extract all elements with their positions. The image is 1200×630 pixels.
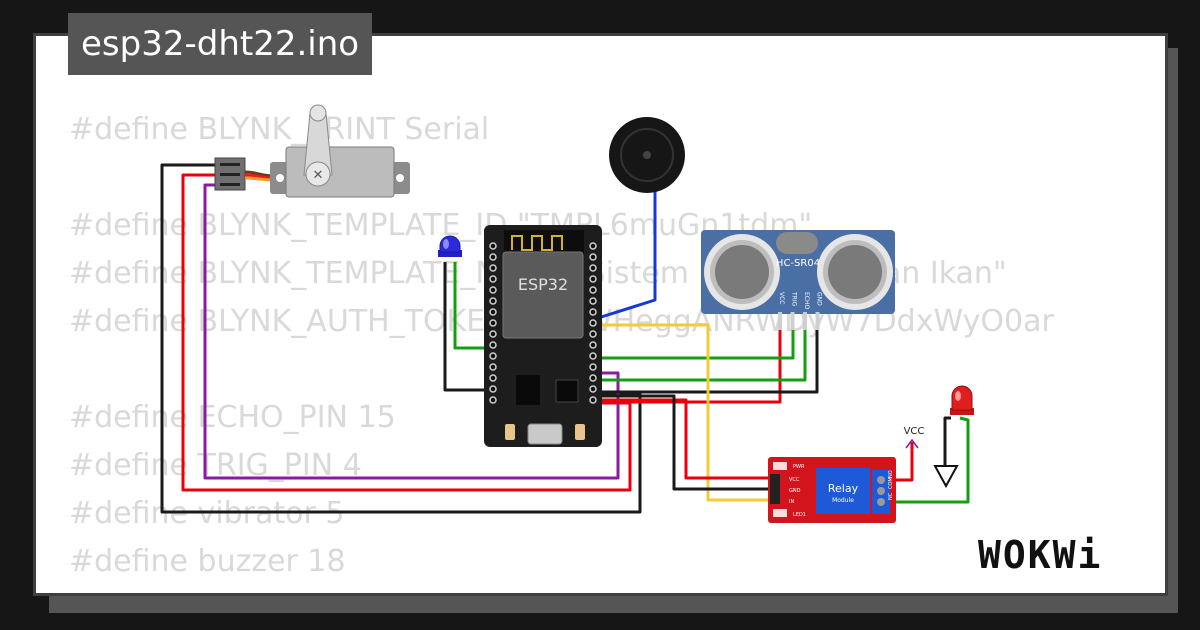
esp32-pin[interactable]: [489, 264, 497, 272]
esp32-pin[interactable]: [589, 275, 597, 283]
esp32-pin[interactable]: [489, 363, 497, 371]
wire-relay-no-led[interactable]: [892, 416, 970, 504]
esp32-pin[interactable]: [489, 253, 497, 261]
ultrasonic-pin[interactable]: [790, 312, 795, 330]
ultrasonic-pin-label: TRIG: [791, 291, 798, 307]
wire-led-blue-anode[interactable]: [453, 262, 490, 350]
wire-relay-com-vcc[interactable]: [892, 442, 914, 482]
wire-led-blue-gnd[interactable]: [443, 262, 490, 392]
esp32-pin[interactable]: [589, 341, 597, 349]
ultrasonic-pin[interactable]: [815, 312, 820, 330]
esp32-pin[interactable]: [589, 242, 597, 250]
wokwi-logo: WOKWi: [978, 533, 1102, 577]
esp32-board[interactable]: ESP32: [484, 225, 602, 447]
relay-pin-label: GND: [789, 488, 801, 494]
relay-label: Relay: [828, 482, 859, 495]
esp32-pin[interactable]: [489, 352, 497, 360]
esp32-pin[interactable]: [589, 385, 597, 393]
led-blue[interactable]: [438, 235, 462, 257]
esp32-pin[interactable]: [489, 319, 497, 327]
project-title[interactable]: esp32-dht22.ino: [68, 13, 373, 75]
code-line: #define BLYNK_PRINT Serial: [69, 112, 490, 147]
relay-pin-label: IN: [789, 499, 794, 505]
svg-text:✕: ✕: [313, 168, 324, 183]
wire-relay-gnd[interactable]: [598, 394, 770, 491]
ground-symbol: [933, 465, 959, 489]
esp32-pin[interactable]: [589, 374, 597, 382]
esp32-pin[interactable]: [589, 363, 597, 371]
esp32-pin[interactable]: [489, 374, 497, 382]
relay-terminal-label: NO: [888, 470, 894, 478]
wire-relay-in[interactable]: [598, 323, 770, 502]
relay-terminal-label: COM: [888, 477, 894, 489]
ultrasonic-pin-label: GND: [816, 292, 823, 306]
code-line: #define buzzer 18: [69, 544, 346, 579]
esp32-pin[interactable]: [589, 352, 597, 360]
esp32-pin[interactable]: [489, 385, 497, 393]
esp32-pin[interactable]: [589, 308, 597, 316]
ultrasonic-label: HC-SR04: [776, 258, 820, 269]
esp32-pin[interactable]: [589, 330, 597, 338]
ultrasonic-pin[interactable]: [778, 312, 782, 330]
wire-buzzer[interactable]: [597, 188, 657, 320]
esp32-pin[interactable]: [489, 396, 497, 404]
esp32-pin[interactable]: [489, 297, 497, 305]
esp32-pin[interactable]: [589, 253, 597, 261]
esp32-pin[interactable]: [489, 308, 497, 316]
esp32-pin[interactable]: [589, 297, 597, 305]
vcc-label: VCC: [904, 426, 925, 437]
ultrasonic-sensor[interactable]: HC-SR04 VCC TRIG ECHO GND: [701, 230, 895, 330]
relay-led-label: LED1: [793, 512, 806, 518]
relay-pin-label: VCC: [789, 477, 800, 483]
usb-port: [527, 423, 563, 445]
esp32-pin[interactable]: [489, 286, 497, 294]
relay-sublabel: Module: [832, 497, 854, 504]
esp32-pin[interactable]: [589, 396, 597, 404]
buzzer[interactable]: [609, 117, 685, 193]
ultrasonic-pin[interactable]: [803, 312, 807, 330]
wire-ultra-vcc[interactable]: [598, 330, 782, 404]
relay-terminal-label: NC: [888, 492, 894, 500]
wire-ultra-gnd[interactable]: [598, 330, 819, 394]
wire-ultra-echo[interactable]: [598, 330, 807, 382]
wire-relay-vcc[interactable]: [598, 398, 770, 480]
ultrasonic-pin-label: ECHO: [803, 292, 810, 309]
code-line: #define ECHO_PIN 15: [69, 400, 396, 435]
relay-pwr-label: PWR: [793, 464, 805, 470]
servo-body: [285, 146, 395, 198]
wire-led-red-gnd[interactable]: [943, 416, 951, 466]
servo-motor[interactable]: ✕: [214, 104, 410, 198]
ultrasonic-pin-label: VCC: [778, 292, 785, 304]
vcc-symbol: VCC: [904, 426, 925, 449]
esp32-module: [502, 251, 584, 339]
wires: [160, 163, 970, 514]
esp32-pin[interactable]: [589, 319, 597, 327]
esp32-pin[interactable]: [489, 242, 497, 250]
wire-servo-signal[interactable]: [203, 183, 620, 480]
wire-ultra-trig[interactable]: [598, 330, 795, 360]
esp32-pin[interactable]: [489, 341, 497, 349]
esp32-pin[interactable]: [489, 330, 497, 338]
esp32-label: ESP32: [518, 275, 568, 294]
esp32-pin[interactable]: [489, 275, 497, 283]
relay-block: [816, 468, 870, 514]
esp32-pin[interactable]: [589, 264, 597, 272]
esp32-pin[interactable]: [589, 286, 597, 294]
led-red[interactable]: [950, 385, 974, 415]
